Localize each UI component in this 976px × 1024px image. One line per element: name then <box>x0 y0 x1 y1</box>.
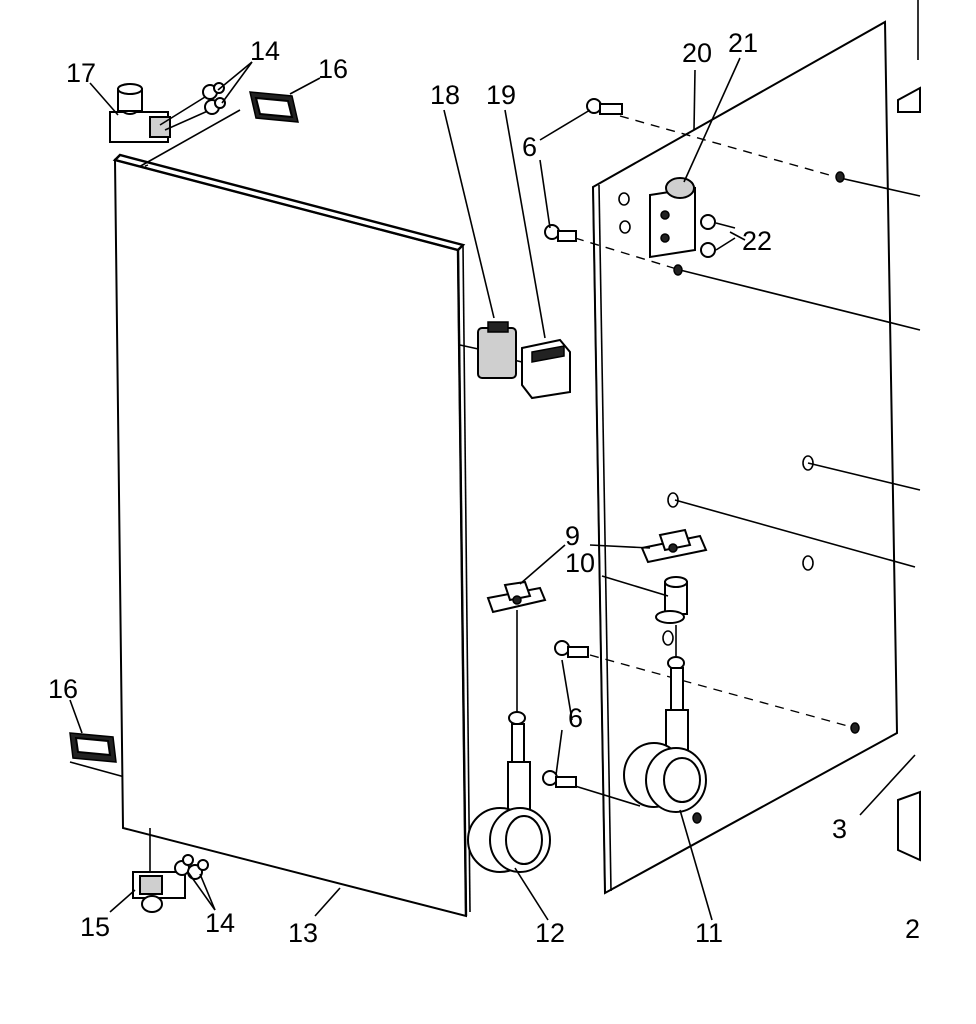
panel-holes <box>618 171 860 824</box>
leader-lines <box>69 57 746 921</box>
label-18: 18 <box>430 80 460 110</box>
label-13: 13 <box>288 918 318 948</box>
bracket-screws <box>700 214 736 258</box>
top-hinge <box>109 83 171 143</box>
part-labels: 17 14 16 18 19 20 21 6 22 9 10 6 16 15 1… <box>48 28 920 948</box>
label-14-bottom: 14 <box>205 908 235 938</box>
label-15: 15 <box>80 912 110 942</box>
label-19: 19 <box>486 80 516 110</box>
catch-plate <box>521 338 571 400</box>
hinge-screws-top <box>159 82 226 131</box>
bottom-hinge <box>132 828 186 913</box>
door-bumper-top <box>249 91 299 123</box>
panel-screws-top <box>544 98 623 242</box>
label-22: 22 <box>742 226 772 256</box>
label-16-top: 16 <box>318 54 348 84</box>
caster-right <box>623 625 707 813</box>
label-20: 20 <box>682 38 712 68</box>
label-10: 10 <box>565 548 595 578</box>
caster-left <box>467 610 551 873</box>
top-bracket <box>649 177 696 259</box>
caster-bracket-left <box>486 580 547 614</box>
label-11: 11 <box>695 918 723 948</box>
label-17: 17 <box>66 58 96 88</box>
label-6-bottom: 6 <box>568 703 583 733</box>
caster-socket <box>655 576 688 624</box>
label-2: 2 <box>905 914 920 944</box>
hinge-screws-bottom <box>174 854 209 880</box>
caster-bracket-right <box>640 528 708 564</box>
label-3: 3 <box>832 814 847 844</box>
label-14-top: 14 <box>250 36 280 66</box>
label-6-top: 6 <box>522 132 537 162</box>
door-bumper-bottom <box>69 732 117 763</box>
label-16-bottom: 16 <box>48 674 78 704</box>
label-12: 12 <box>535 918 565 948</box>
adjacent-cabinet-parts <box>859 0 921 862</box>
magnetic-catch <box>477 321 517 379</box>
label-21: 21 <box>728 28 758 58</box>
label-9: 9 <box>565 521 580 551</box>
panel-screws-bottom <box>542 640 589 788</box>
door-panel <box>112 153 471 918</box>
